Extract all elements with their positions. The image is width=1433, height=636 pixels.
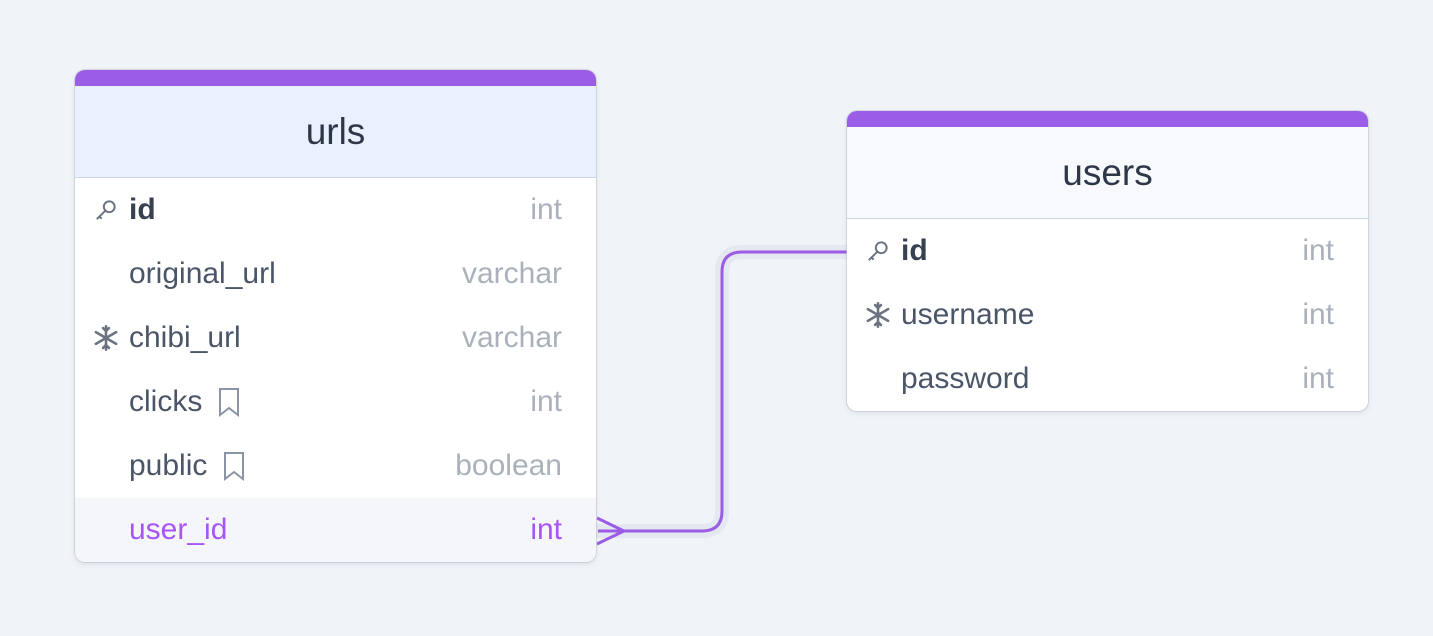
field-name: chibi_url	[129, 321, 241, 354]
field-row-password[interactable]: password int	[847, 347, 1368, 411]
bookmark-icon[interactable]	[221, 450, 247, 482]
field-type: int	[1302, 362, 1334, 395]
table-color-bar	[847, 111, 1368, 127]
field-row-id[interactable]: id int	[75, 178, 596, 242]
field-type: int	[1302, 298, 1334, 331]
key-icon	[91, 195, 121, 225]
field-name: password	[901, 362, 1030, 395]
field-row-original-url[interactable]: original_url varchar	[75, 242, 596, 306]
bookmark-icon[interactable]	[216, 386, 242, 418]
table-users[interactable]: users id int username int password int	[847, 111, 1368, 411]
field-name-wrap: clicks	[129, 385, 242, 419]
field-type: int	[530, 193, 562, 226]
table-title[interactable]: urls	[75, 86, 596, 178]
table-urls[interactable]: urls id int original_url varchar chibi_u…	[75, 70, 596, 562]
field-row-chibi-url[interactable]: chibi_url varchar	[75, 306, 596, 370]
field-name: original_url	[129, 257, 276, 290]
field-name-wrap: public	[129, 449, 247, 483]
snowflake-icon	[863, 300, 893, 330]
field-name: id	[129, 193, 156, 226]
field-name: clicks	[129, 385, 203, 418]
field-type: int	[530, 385, 562, 418]
field-name: public	[129, 449, 208, 482]
field-row-user-id[interactable]: user_id int	[75, 498, 596, 562]
field-type: int	[530, 513, 562, 546]
field-name: username	[901, 298, 1035, 331]
table-color-bar	[75, 70, 596, 86]
field-type: varchar	[461, 321, 562, 354]
field-type: int	[1302, 234, 1334, 267]
field-row-username[interactable]: username int	[847, 283, 1368, 347]
field-row-id[interactable]: id int	[847, 219, 1368, 283]
field-name: user_id	[129, 513, 228, 546]
field-name: id	[901, 234, 928, 267]
field-type: boolean	[455, 449, 562, 482]
field-row-public[interactable]: public boolean	[75, 434, 596, 498]
field-row-clicks[interactable]: clicks int	[75, 370, 596, 434]
key-icon	[863, 236, 893, 266]
connector-line	[598, 250, 848, 533]
snowflake-icon	[91, 323, 121, 353]
field-type: varchar	[461, 257, 562, 290]
table-title[interactable]: users	[847, 127, 1368, 219]
crows-foot-icon	[596, 516, 628, 546]
